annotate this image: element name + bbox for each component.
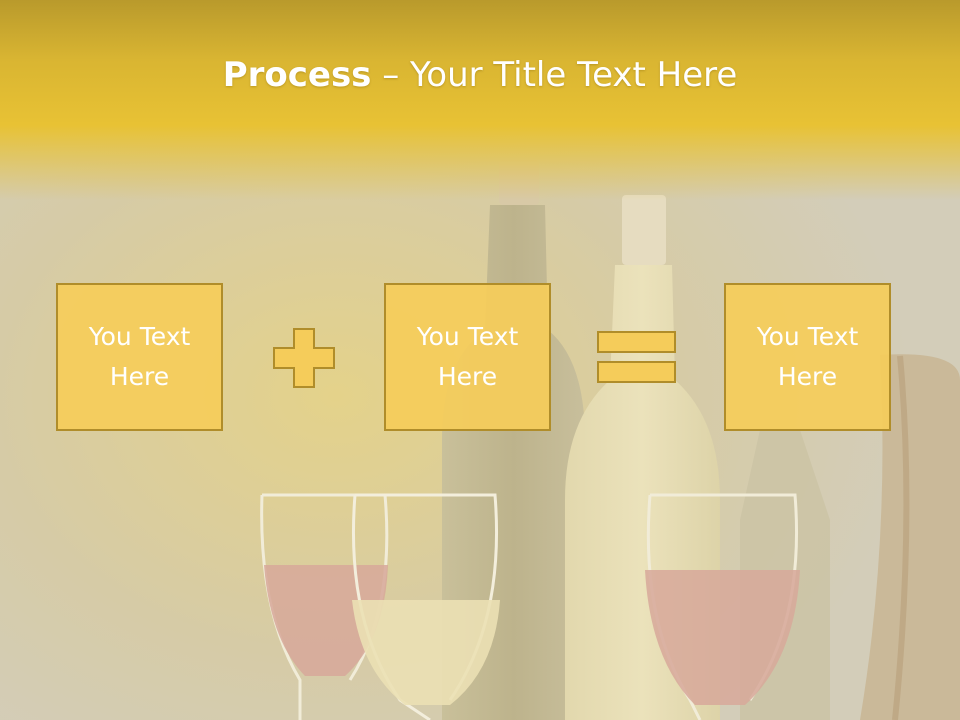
plus-icon	[273, 328, 335, 388]
text-box-2[interactable]: You Text Here	[384, 283, 551, 431]
text-box-3[interactable]: You Text Here	[724, 283, 891, 431]
text-box-1-label: You Text Here	[88, 322, 191, 391]
title-rest: – Your Title Text Here	[371, 55, 738, 95]
slide-title: Process – Your Title Text Here	[0, 52, 960, 98]
equals-icon	[597, 331, 676, 383]
text-box-3-label: You Text Here	[756, 322, 859, 391]
text-box-2-label: You Text Here	[416, 322, 519, 391]
title-band	[0, 0, 960, 200]
text-box-1[interactable]: You Text Here	[56, 283, 223, 431]
title-bold: Process	[222, 55, 372, 95]
